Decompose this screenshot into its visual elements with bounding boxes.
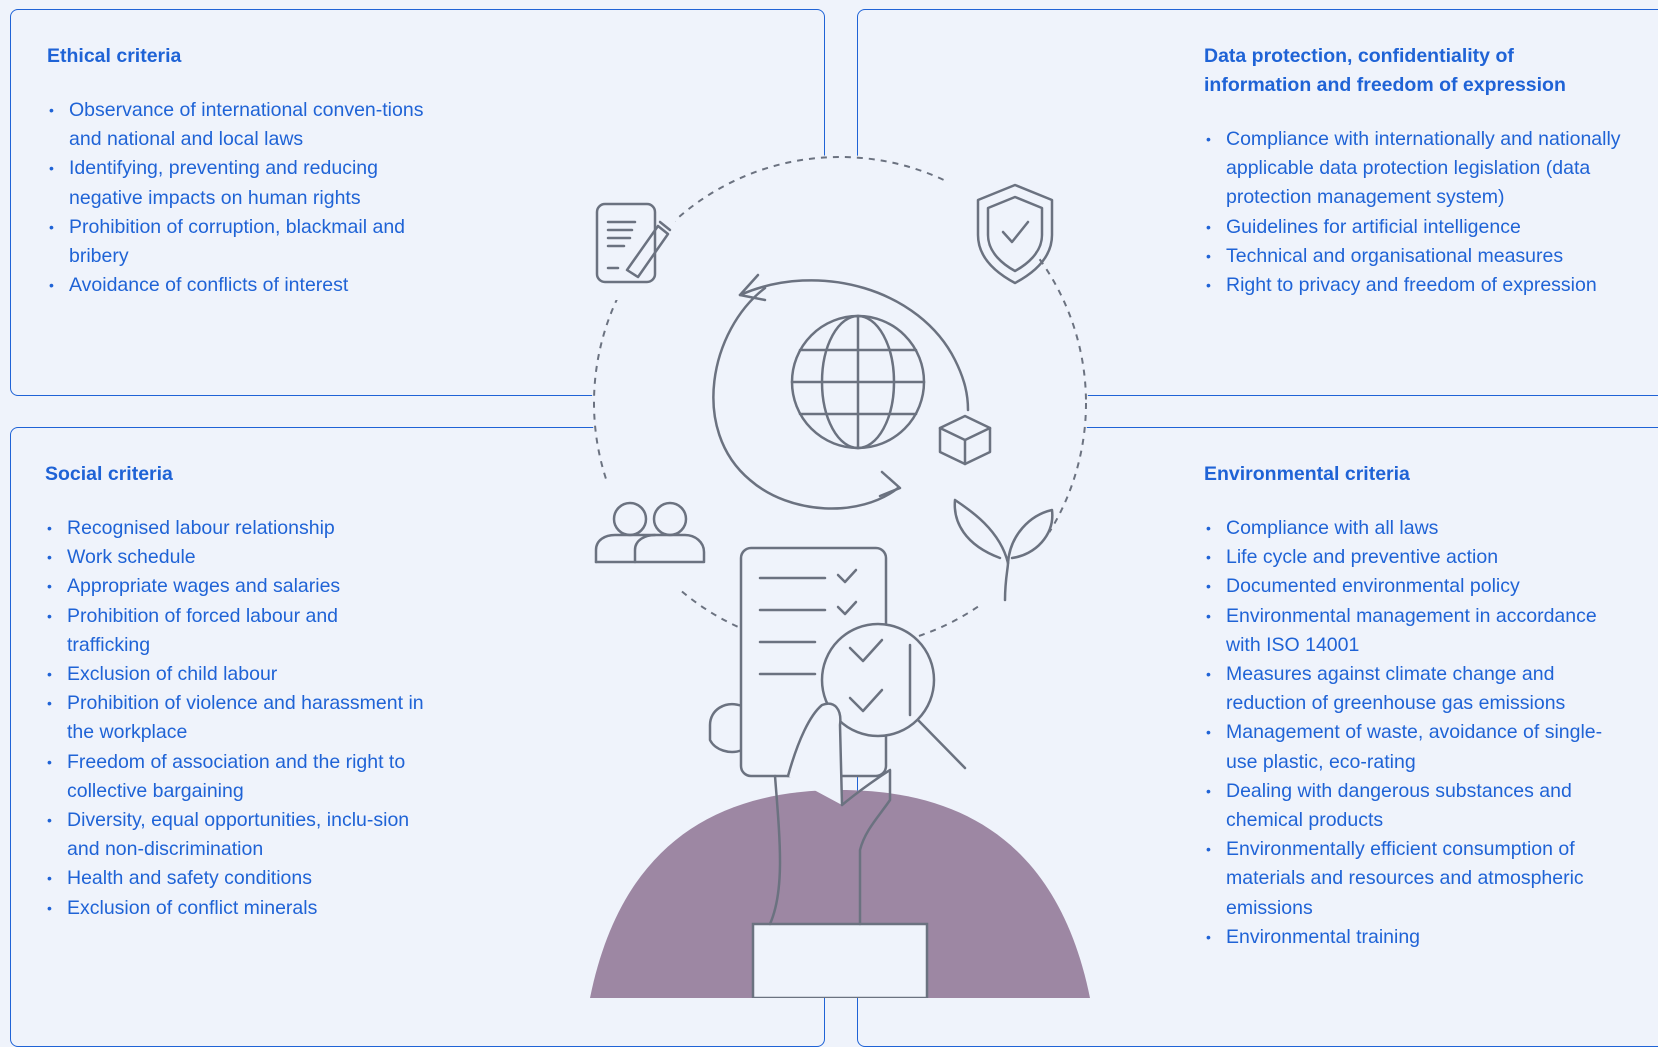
list-item: Freedom of association and the right to … [45,748,425,806]
list-item: Compliance with internationally and nati… [1204,125,1624,213]
magnifier-icon [820,622,967,770]
list-item: Management of waste, avoidance of single… [1204,718,1624,776]
central-illustration [570,155,1090,998]
list-item: Right to privacy and freedom of expressi… [1204,271,1624,300]
box-icon [938,414,992,466]
list-item: Environmental training [1204,923,1624,952]
list-item: Guidelines for artificial intelligence [1204,213,1624,242]
social-title: Social criteria [45,463,173,485]
ethical-list: Observance of international conven-tions… [47,96,427,301]
list-item: Dealing with dangerous substances and ch… [1204,777,1624,835]
list-item: Avoidance of conflicts of interest [47,271,427,300]
list-item: Prohibition of corruption, blackmail and… [47,213,427,271]
list-item: Compliance with all laws [1204,514,1624,543]
people-icon [594,501,706,564]
list-item: Life cycle and preventive action [1204,543,1624,572]
list-item: Documented environmental policy [1204,572,1624,601]
shirt-rect [751,922,929,998]
environmental-title: Environmental criteria [1204,463,1410,485]
list-item: Technical and organisational measures [1204,242,1624,271]
list-item: Exclusion of child labour [45,660,425,689]
list-item: Appropriate wages and salaries [45,572,425,601]
document-pen-icon [595,202,672,284]
list-item: Prohibition of forced labour and traffic… [45,602,425,660]
list-item: Recognised labour relationship [45,514,425,543]
data-protection-list: Compliance with internationally and nati… [1204,125,1624,300]
list-item: Environmental management in accordance w… [1204,602,1624,660]
data-protection-title: Data protection, confidentiality of info… [1204,45,1566,96]
ethical-criteria: Ethical criteria Observance of internati… [47,42,427,301]
leaf-icon [953,498,1054,602]
globe-cycle-icon [712,273,970,510]
ethical-title: Ethical criteria [47,45,182,67]
environmental-criteria: Environmental criteria Compliance with a… [1204,460,1624,952]
data-protection-criteria: Data protection, confidentiality of info… [1204,42,1624,300]
environmental-list: Compliance with all laws Life cycle and … [1204,514,1624,952]
list-item: Diversity, equal opportunities, inclu-si… [45,806,425,864]
list-item: Work schedule [45,543,425,572]
list-item: Prohibition of violence and harassment i… [45,689,425,747]
social-list: Recognised labour relationship Work sche… [45,514,425,923]
shield-check-icon [976,183,1054,285]
list-item: Environmentally efficient consumption of… [1204,835,1624,923]
list-item: Health and safety conditions [45,864,425,893]
social-criteria: Social criteria Recognised labour relati… [45,460,425,923]
list-item: Measures against climate change and redu… [1204,660,1624,718]
list-item: Observance of international conven-tions… [47,96,427,154]
person-figure [590,790,1090,998]
list-item: Identifying, preventing and reducing neg… [47,154,427,212]
list-item: Exclusion of conflict minerals [45,894,425,923]
